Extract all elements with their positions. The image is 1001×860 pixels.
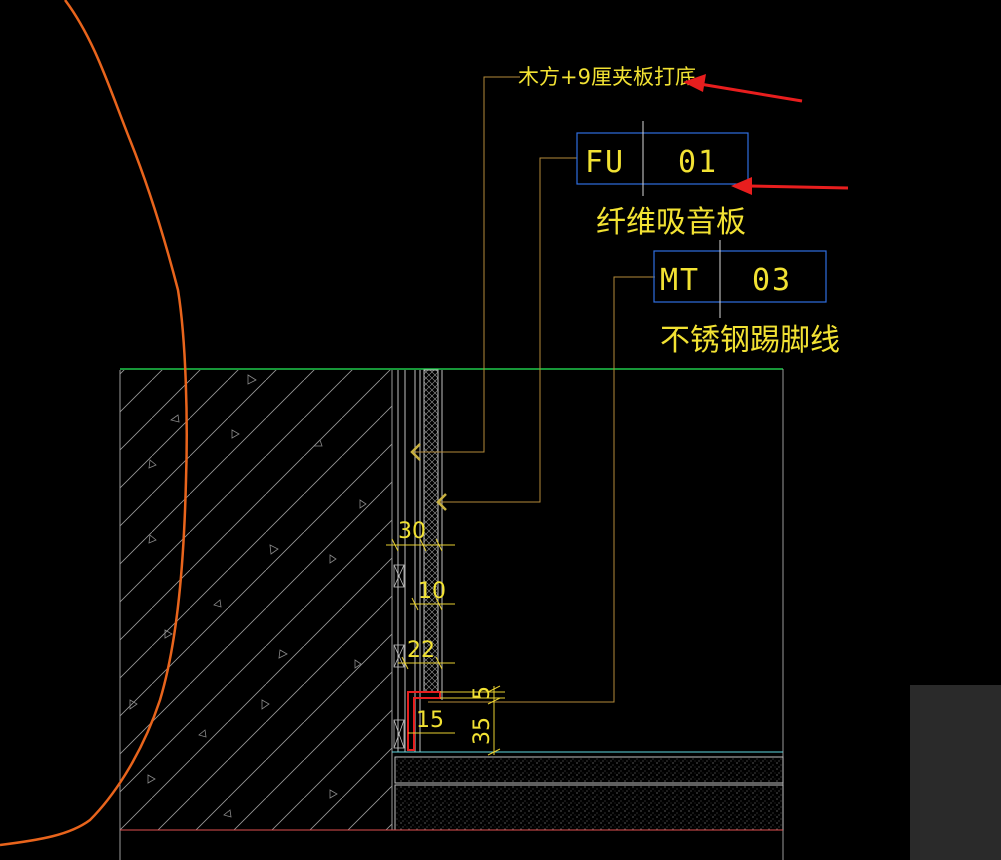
break-line <box>0 0 188 847</box>
tag-fu-code: FU <box>585 145 625 180</box>
side-panel <box>910 685 1001 860</box>
dim-22: 22 <box>407 638 435 663</box>
dim-5: 5 <box>470 686 495 700</box>
annotation-arrow-2 <box>731 177 849 195</box>
label-substrate: 木方+9厘夹板打底 <box>518 65 696 89</box>
concrete-wall <box>119 370 393 860</box>
leader-lines <box>415 76 655 703</box>
tag-fu-number: 01 <box>678 145 718 180</box>
leader-arrowheads <box>410 443 447 511</box>
tag-mt-number: 03 <box>752 263 792 298</box>
annotation-arrow-1 <box>683 74 803 103</box>
dim-10: 10 <box>418 579 446 604</box>
dim-30: 30 <box>398 519 426 544</box>
aggregate-marks <box>129 374 367 818</box>
dim-15: 15 <box>416 708 444 733</box>
tag-mt-code: MT <box>660 263 700 298</box>
dimension-lines <box>386 538 505 756</box>
floor-section <box>120 751 784 831</box>
tag-fu: FU 01 <box>576 121 749 196</box>
label-skirting: 不锈钢踢脚线 <box>660 323 840 358</box>
wall-finish-layers <box>393 369 443 752</box>
label-fiber-panel: 纤维吸音板 <box>596 205 746 240</box>
tag-mt: MT 03 <box>653 240 827 318</box>
dim-35: 35 <box>470 717 495 745</box>
